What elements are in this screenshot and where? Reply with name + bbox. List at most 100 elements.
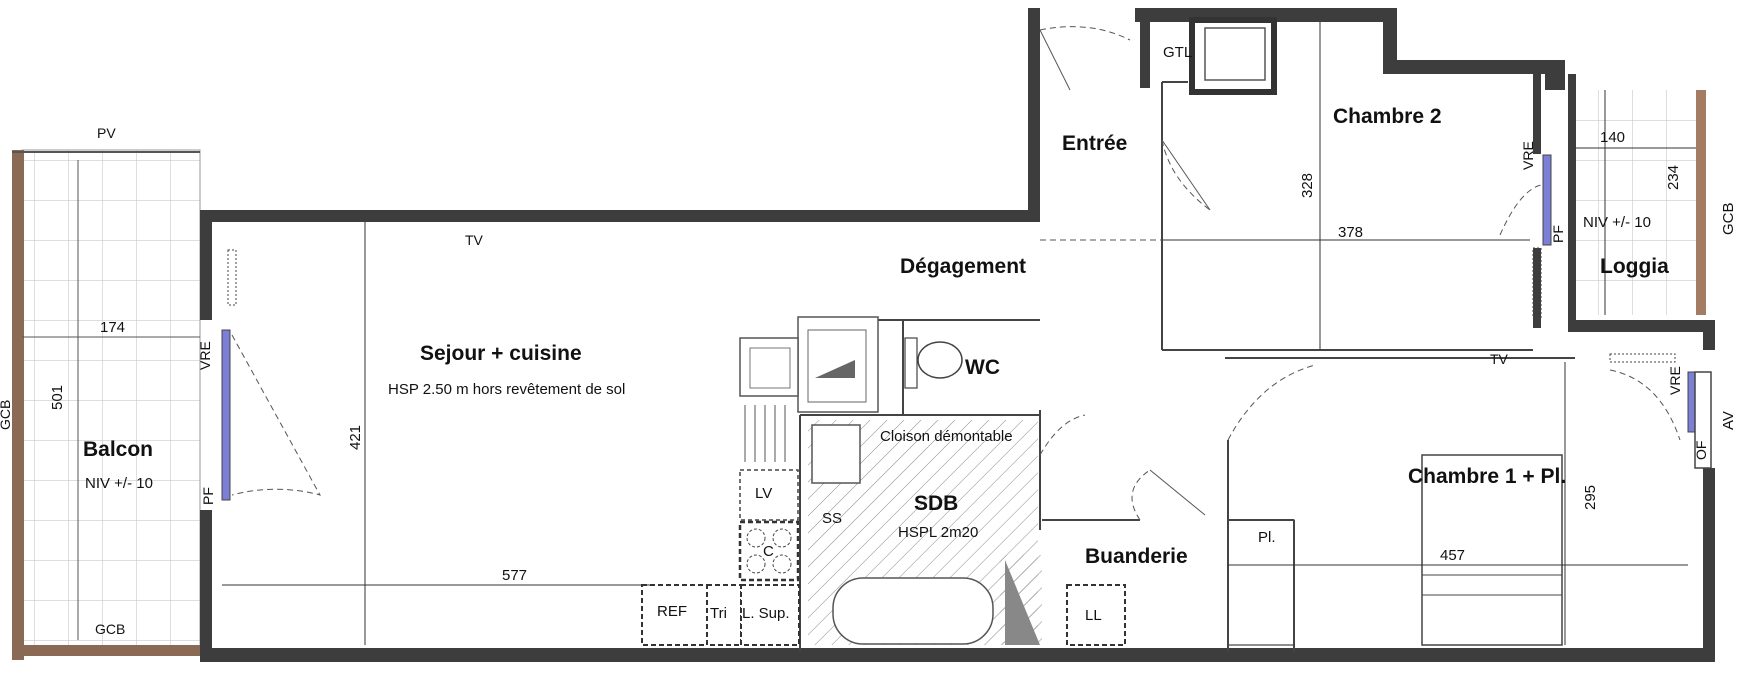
door-swing-bedroom2 <box>1161 139 1211 211</box>
dim-chambre1-width: 457 <box>1440 547 1465 564</box>
balcony-guard-rail <box>12 150 24 660</box>
washing-machine-lv <box>739 469 799 521</box>
radiator-bedroom1 <box>1609 353 1676 363</box>
room-label-balcon: Balcon <box>83 438 153 461</box>
room-label-chambre1: Chambre 1 + Pl. <box>1408 465 1566 488</box>
bathroom-sink <box>811 424 861 484</box>
wall-entry-left <box>1028 8 1040 222</box>
gtl-cabinet <box>1189 17 1277 95</box>
balcony-area <box>12 149 201 660</box>
dim-sejour-width: 577 <box>502 567 527 584</box>
loggia-tiles <box>1576 90 1696 315</box>
room-label-sdb: SDB <box>914 492 958 515</box>
radiator-living <box>227 249 237 306</box>
door-leaves <box>1039 29 1211 516</box>
door-swing-wc <box>1039 414 1086 456</box>
dim-chambre2-width: 378 <box>1338 224 1363 241</box>
note-sdb: HSPL 2m20 <box>898 524 978 541</box>
window-living <box>221 329 231 501</box>
dim-loggia-width: 140 <box>1600 129 1625 146</box>
label-tv-bedroom: TV <box>1490 351 1509 367</box>
label-lsup: L. Sup. <box>742 605 790 622</box>
wardrobe-placard <box>1227 519 1295 646</box>
label-vre-bedroom2: VRE <box>1520 141 1536 170</box>
dryer-ll <box>1066 584 1126 646</box>
wall-living-left-upper <box>200 210 212 320</box>
loggia-guard-rail <box>1696 90 1706 315</box>
balcony-guard-rail-bottom <box>12 645 200 656</box>
dim-balcony-width: 174 <box>100 319 125 336</box>
door-swing-bedroom1-window <box>1609 369 1681 441</box>
room-label-buanderie: Buanderie <box>1085 545 1188 568</box>
room-label-loggia: Loggia <box>1600 255 1669 278</box>
label-vre-living: VRE <box>197 341 213 370</box>
dim-chambre1-height: 295 <box>1582 485 1599 510</box>
note-sejour: HSP 2.50 m hors revêtement de sol <box>388 381 625 398</box>
wc-cabinet-inner <box>807 329 867 403</box>
dim-loggia-height: 234 <box>1665 165 1682 190</box>
walls <box>200 8 1715 662</box>
wall-loggia-corner-right <box>1553 60 1565 90</box>
wall-gtl <box>1140 8 1150 88</box>
room-label-entree: Entrée <box>1062 132 1127 155</box>
toilet-tank <box>904 337 918 389</box>
door-swing-living <box>231 334 322 496</box>
wall-loggia-left <box>1568 74 1576 332</box>
window-bedroom2 <box>1542 154 1552 246</box>
label-pv: PV <box>97 125 116 141</box>
label-pf-bedroom2: PF <box>1550 225 1566 243</box>
dish-rack <box>744 405 786 462</box>
toilet-bowl <box>917 341 963 379</box>
wall-living-top <box>200 210 1040 222</box>
bedroom1-window-frame <box>1694 371 1712 469</box>
room-label-sejour: Sejour + cuisine <box>420 342 582 365</box>
bed-outline <box>1421 454 1563 646</box>
label-ref: REF <box>657 603 687 620</box>
room-label-degagement: Dégagement <box>900 255 1026 278</box>
label-tri: Tri <box>710 605 727 622</box>
dim-chambre2-height: 328 <box>1299 173 1316 198</box>
wall-loggia-top <box>1383 60 1555 74</box>
label-av: AV <box>1720 411 1737 430</box>
fridge <box>641 584 708 646</box>
door-swing-entry <box>1039 26 1131 41</box>
room-label-chambre2: Chambre 2 <box>1333 105 1442 128</box>
door-swing-buanderie <box>1131 469 1151 521</box>
cooktop-burners <box>746 528 792 574</box>
kitchen-sink-basin <box>749 347 791 389</box>
label-cloison: Cloison démontable <box>880 428 1013 445</box>
wall-bedroom2-right-lower <box>1533 248 1541 328</box>
label-of: OF <box>1693 441 1709 460</box>
label-ss: SS <box>822 510 842 527</box>
dim-sejour-height: 421 <box>347 425 364 450</box>
label-tv-living: TV <box>465 232 484 248</box>
label-gcb-left: GCB <box>0 400 13 430</box>
label-c: C <box>763 543 774 560</box>
label-gcb-balcony: GCB <box>95 621 125 637</box>
door-swing-bedroom1 <box>1227 364 1316 441</box>
level-balcon: NIV +/- 10 <box>85 475 153 492</box>
shaft-fill <box>1005 560 1040 645</box>
label-pf-living: PF <box>200 487 216 505</box>
bed-pillow-line <box>1421 574 1563 596</box>
label-vre-bedroom1: VRE <box>1667 366 1683 395</box>
balcony-tiles <box>21 149 201 656</box>
wall-bottom <box>200 648 1715 662</box>
dimension-lines <box>222 22 1696 645</box>
radiator-bedroom2 <box>1532 247 1542 319</box>
wall-bedroom2-notch <box>1383 8 1397 68</box>
door-swings <box>231 26 1681 521</box>
wc-cabinet-shade <box>815 360 855 378</box>
bathtub <box>832 577 994 645</box>
wall-right-lower <box>1703 468 1715 662</box>
extra-appliance <box>740 584 800 646</box>
gtl-cabinet-inner <box>1204 27 1266 81</box>
label-lv: LV <box>755 485 772 502</box>
door-swing-bedroom2-window <box>1499 184 1542 236</box>
label-gtl: GTL <box>1163 44 1192 61</box>
wall-living-left-lower <box>200 510 212 660</box>
wall-loggia-bottom <box>1570 320 1715 332</box>
label-ll: LL <box>1085 607 1102 624</box>
